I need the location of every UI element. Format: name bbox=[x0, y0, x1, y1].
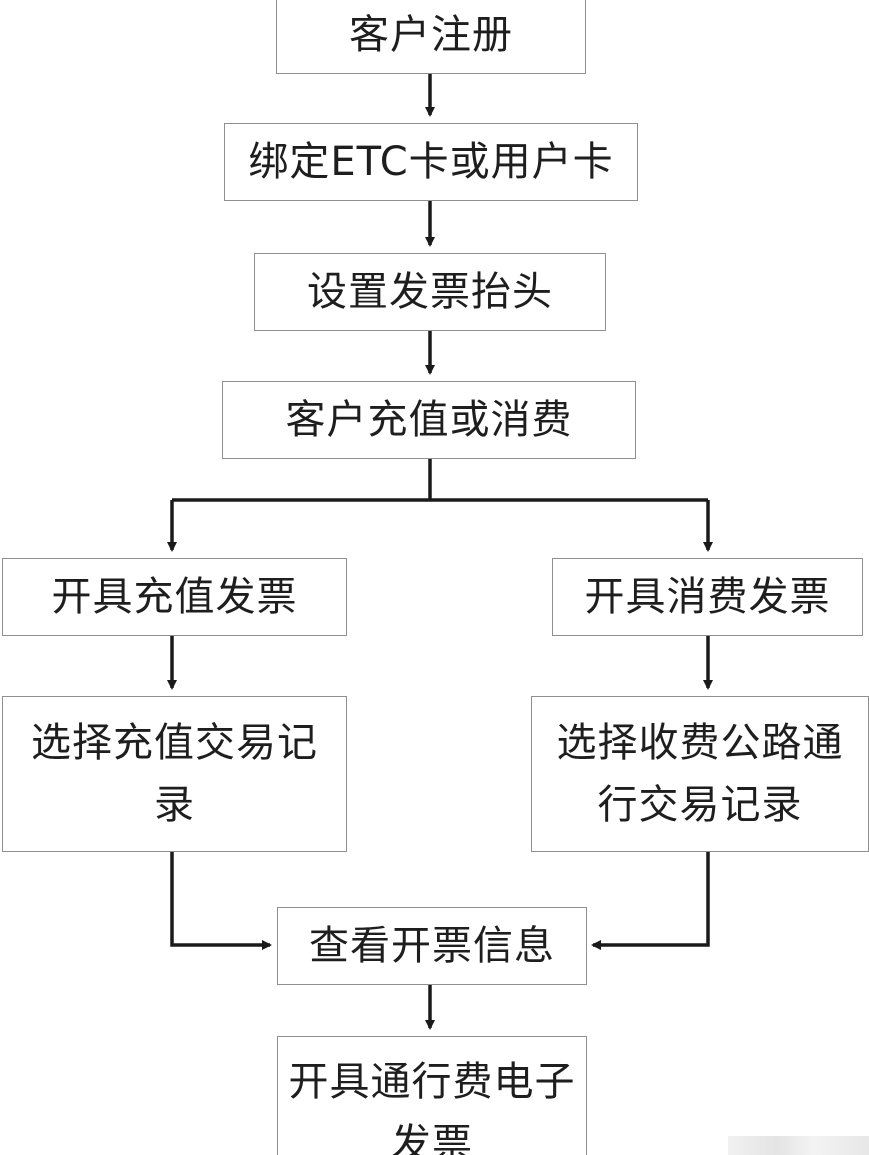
node-select-recharge-records-label: 选择充值交易记录 bbox=[31, 720, 318, 828]
arrow-toll-records-to-view bbox=[591, 852, 710, 950]
node-recharge-or-consume: 客户充值或消费 bbox=[222, 381, 636, 459]
node-view-invoice-info: 查看开票信息 bbox=[277, 907, 587, 985]
node-register-label: 客户注册 bbox=[349, 12, 513, 58]
node-set-invoice-title: 设置发票抬头 bbox=[254, 253, 606, 331]
node-recharge-invoice-label: 开具充值发票 bbox=[51, 574, 298, 620]
node-issue-e-invoice: 开具通行费电子发票 bbox=[277, 1036, 587, 1155]
node-recharge-or-consume-label: 客户充值或消费 bbox=[285, 397, 573, 443]
node-issue-e-invoice-label: 开具通行费电子发票 bbox=[288, 1059, 576, 1155]
node-bind-card: 绑定ETC卡或用户卡 bbox=[224, 123, 638, 201]
watermark-blur bbox=[728, 1136, 869, 1155]
arrow-recharge-records-to-view bbox=[170, 852, 272, 950]
node-select-toll-records-label: 选择收费公路通行交易记录 bbox=[556, 720, 844, 828]
node-recharge-invoice: 开具充值发票 bbox=[2, 558, 347, 636]
node-view-invoice-info-label: 查看开票信息 bbox=[309, 923, 555, 969]
node-consume-invoice: 开具消费发票 bbox=[552, 558, 863, 636]
node-consume-invoice-label: 开具消费发票 bbox=[584, 574, 831, 620]
node-set-invoice-title-label: 设置发票抬头 bbox=[307, 269, 553, 315]
node-register: 客户注册 bbox=[276, 0, 586, 74]
node-bind-card-label: 绑定ETC卡或用户卡 bbox=[248, 139, 614, 185]
node-select-toll-records: 选择收费公路通行交易记录 bbox=[531, 696, 869, 852]
node-select-recharge-records: 选择充值交易记录 bbox=[2, 696, 347, 852]
